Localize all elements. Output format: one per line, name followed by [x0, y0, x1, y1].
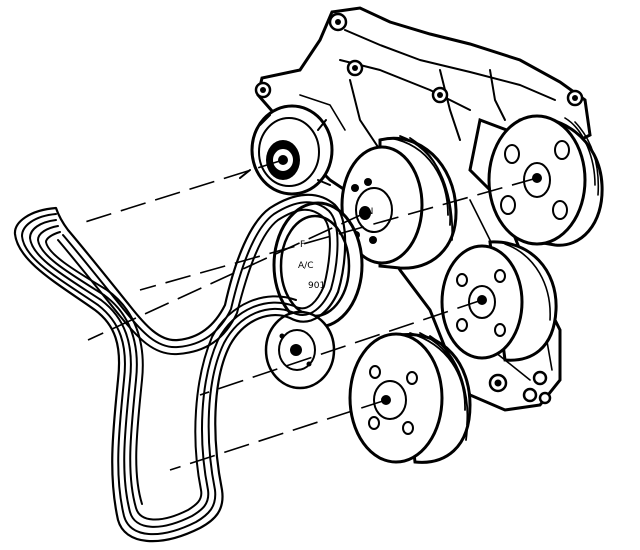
label-ac: A/C [298, 261, 313, 271]
crankshaft-pulley [348, 332, 472, 464]
label-in: IN [364, 207, 373, 217]
alternator-pulley [340, 135, 458, 270]
centerlines [84, 159, 538, 471]
centerline-crankshaft [169, 399, 387, 471]
centerline-power-steering [139, 177, 538, 291]
label-901: 901 [308, 281, 325, 291]
tensioner-pulley [239, 104, 334, 196]
centerline-water-pump [199, 299, 483, 396]
serpentine-belt [13, 193, 347, 543]
water-pump-pulley [440, 240, 558, 362]
centerline-alternator [87, 212, 366, 341]
label-f: F [300, 240, 305, 250]
crank-idler-pulley [264, 310, 336, 390]
power-steering-pulley [487, 114, 604, 247]
centerline-tensioner [84, 159, 284, 223]
